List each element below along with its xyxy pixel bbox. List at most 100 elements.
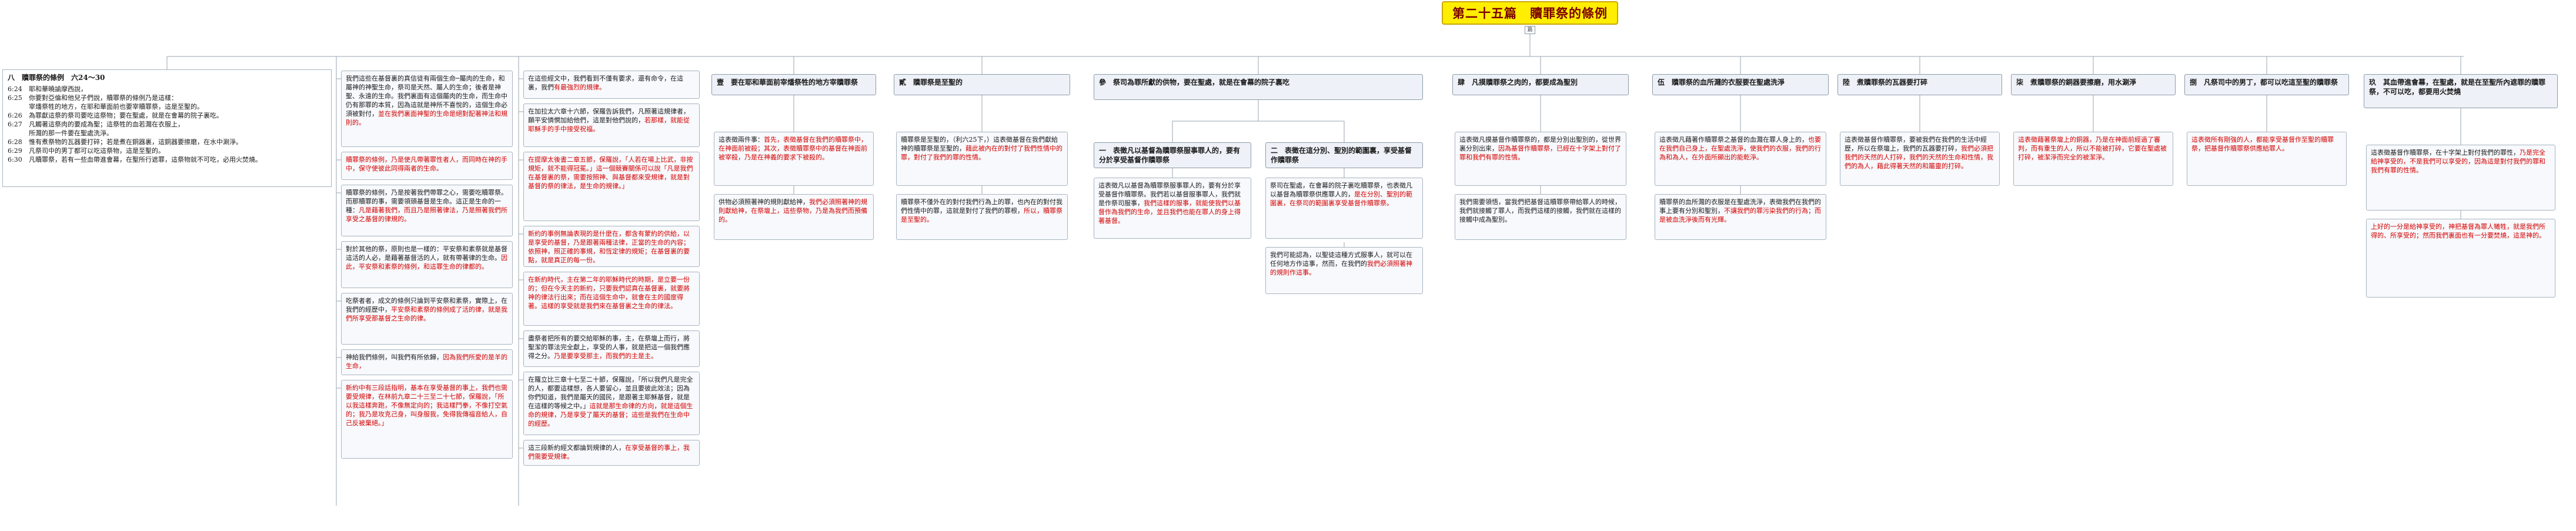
branch-note-card[interactable]: 這表徵基督作贖罪祭，在十字架上對付我們的罪性，乃是完全給神享受的，不是我們可以享… bbox=[2366, 145, 2555, 211]
branch-note-card[interactable]: 這表徵凡藉著作贖罪祭之基督的血濺在罪人身上的，也要在我們自己身上，在聖處洗淨，使… bbox=[1655, 132, 1826, 186]
node-text: 我們需要領悟，當我們把基督這贖罪祭帶給罪人的時候，我們就接觸了罪人，而我們這樣的… bbox=[1459, 198, 1621, 223]
outline-verse: 6:25 你要對亞倫和他兒子們說，贖罪祭的條例乃是這樣： bbox=[8, 93, 326, 102]
node-highlight-text: 有最強烈的規律。 bbox=[554, 84, 606, 91]
outline-verse: 6:24 耶和華曉諭摩西說， bbox=[8, 85, 326, 93]
verse-text: 為罪獻這祭的祭司要吃這祭物；要在聖處，就是在會幕的院子裏吃。 bbox=[29, 112, 223, 119]
verse-text: 惟有煮祭物的瓦器要打碎；若是煮在銅器裏，這銅器要擦磨，在水中涮淨。 bbox=[29, 138, 242, 146]
node-highlight-text: 平安祭和素祭的條例成了活的律，就是我們所享受那基督之生命的律。 bbox=[346, 306, 507, 322]
branch-header[interactable]: 壹 要在耶和華面前宰燔祭牲的地方宰贖罪祭 bbox=[711, 74, 876, 95]
branch-header[interactable]: 柒 煮贖罪祭的銅器要擦磨，用水涮淨 bbox=[2011, 74, 2176, 95]
node-highlight-text: 所以，贖罪祭是至聖的。 bbox=[901, 207, 1063, 223]
node-highlight-text: 因為我們所愛的是羊的生命， bbox=[346, 353, 507, 370]
rule-note-card[interactable]: 神給我們條例，叫我們有所依歸，因為我們所愛的是羊的生命， bbox=[341, 349, 513, 375]
node-highlight-text: 首先，表徵基督在我們的贖罪祭中，在神面前被殺；其次，表徵贖罪祭中的基督在神面前被… bbox=[719, 136, 867, 161]
rule-note-card[interactable]: 我們這些在基督裏的真信徒有兩個生命─屬肉的生命，和屬神的神聖生命，祭司是天然、屬… bbox=[341, 71, 513, 147]
branch-note-card[interactable]: 我們需要領悟，當我們把基督這贖罪祭帶給罪人的時候，我們就接觸了罪人，而我們這樣的… bbox=[1455, 194, 1626, 240]
node-highlight-text: 因為基督作贖罪祭，已經在十字架上對付了罪和我們有罪的性情。 bbox=[1459, 145, 1621, 161]
branch-header[interactable]: 貳 贖罪祭是至聖的 bbox=[894, 74, 1070, 95]
node-highlight-text: 凡是藉著我們，而且乃是照著律法，乃是照著我們所享受之基督的律規的。 bbox=[346, 206, 507, 223]
node-highlight-text: 若那樣，就能從耶穌手的手中接受祝福。 bbox=[528, 116, 690, 133]
node-highlight-text: 不讓我們的罪污染我們的行為；而是被血洗淨後而有光輝。 bbox=[1659, 207, 1821, 223]
connector-line bbox=[1258, 100, 1345, 142]
branch-note-card[interactable]: 這表徵凡以基督為贖罪祭服事罪人的，要有分於享受基督作贖罪祭。我們若以基督服事罪人… bbox=[1094, 178, 1251, 239]
node-highlight-text: 我們這樣的服事，就能使我們以基督作為我們的生命，並且我們也能在罪人的身上得著基督… bbox=[1098, 199, 1241, 225]
branch-header[interactable]: 伍 贖罪祭的血所濺的衣服要在聖處洗淨 bbox=[1652, 74, 1829, 95]
node-highlight-text: 乃是完全給神享受的，不是我們可以享受的，因為這是對付我們的罪和我們有罪的性情。 bbox=[2371, 149, 2545, 174]
node-highlight-text: 在享受基督的事上，我們需要受規律。 bbox=[528, 444, 690, 460]
node-text: 祭司在聖處，在會幕的院子裏吃贖罪祭，也表徵凡以基督為贖罪祭供應罪人的， bbox=[1270, 182, 1412, 198]
rule-note-card[interactable]: 在羅立比三章十七至二十節，保羅說，「所以我們凡是完全的人，都要這樣想，各人要留心… bbox=[523, 372, 700, 435]
node-text: 贖罪祭是至聖的，（利六25下，）這表徵基督在我們獻給神的贖罪祭是至聖的， bbox=[901, 136, 1058, 152]
outline-verse-list: 6:24 耶和華曉諭摩西說， 6:25 你要對亞倫和他兒子們說，贖罪祭的條例乃是這樣：… bbox=[8, 85, 326, 164]
node-text: 在這些經文中，我們看到不僅有要求，還有命令，在這裏，我們 bbox=[528, 75, 683, 91]
branch-note-card[interactable]: 上好的一分是給神享受的，神把基督為罪人犧牲，就是我們所得的、所享受的；然而我們裏… bbox=[2366, 219, 2555, 298]
branch-note-card[interactable]: 這表徵凡摸基督作贖罪祭的，都是分別出聖別的，從世界裏分別出來，因為基督作贖罪祭，… bbox=[1455, 132, 1626, 186]
root-title[interactable]: 第二十五篇 贖罪祭的條例 bbox=[1442, 1, 1618, 25]
node-text: 這表徵凡摸基督作贖罪祭的，都是分別出聖別的，從世界裏分別出來， bbox=[1459, 136, 1621, 152]
branch-note-card[interactable]: 贖罪祭不僅外在的對付我們行為上的罪，也內在的對付我們性情中的罪，這就是對付了我們… bbox=[896, 194, 1068, 240]
branch-note-card[interactable]: 這表徵藉著祭壇上的銅器，乃是在神面前經過了審判，而有重生的人，所以不能被打碎，它… bbox=[2013, 132, 2173, 186]
node-highlight-text: 我們必須把我們的天然的人打碎，我們的天然的生命和性情，我們的為人，藉此得著天然的… bbox=[1845, 145, 1993, 170]
branch-note-card[interactable]: 贖罪祭是至聖的，（利六25下，）這表徵基督在我們獻給神的贖罪祭是至聖的，藉此被內… bbox=[896, 132, 1068, 186]
branch-header[interactable]: 參 祭司為罪所獻的供物，要在聖處，就是在會幕的院子裏吃 bbox=[1094, 74, 1423, 100]
rule-note-card[interactable]: 新約中有三段話指明，基本在享受基督的事上，我們也需要受規律，在林前九章二十三至二… bbox=[341, 380, 513, 459]
rule-note-card[interactable]: 在這些經文中，我們看到不僅有要求，還有命令，在這裏，我們有最強烈的規律。 bbox=[523, 71, 700, 99]
rule-note-card[interactable]: 贖罪祭的條例，乃是使凡帶著罪性者人，而同時在神的手中，保守使彼此同得兩者的生命。 bbox=[341, 152, 513, 180]
verse-ref: 6:26 bbox=[8, 112, 22, 119]
branch-note-card[interactable]: 祭司在聖處，在會幕的院子裏吃贖罪祭，也表徵凡以基督為贖罪祭供應罪人的，是在分別、… bbox=[1265, 178, 1423, 239]
root-collapse-icon[interactable]: 篇 bbox=[1525, 26, 1535, 34]
node-text: 神給我們條例，叫我們有所依歸， bbox=[346, 353, 443, 361]
node-text: 這三段新約經文都論到規律的人， bbox=[528, 444, 625, 452]
branch-header[interactable]: 陸 煮贖罪祭的瓦器要打碎 bbox=[1837, 74, 2002, 95]
branch-header[interactable]: 捌 凡祭司中的男丁，都可以吃這至聖的贖罪祭 bbox=[2184, 74, 2349, 95]
node-highlight-text: 因此，平安祭和素祭的條例，和這罪生命的律都的。 bbox=[346, 254, 507, 270]
node-text: 這表徵凡藉著作贖罪祭之基督的血濺在罪人身上的， bbox=[1659, 136, 1808, 143]
node-text: 這表徵基督作贖罪祭，在十字架上對付我們的罪性， bbox=[2371, 149, 2520, 156]
node-text: 這表徵基督作贖罪祭，要被我們在我們的生活中經歷，所以在祭壇上，我們的瓦器要打碎， bbox=[1845, 136, 1987, 152]
node-highlight-text: 在新約時代，主在第二年的耶穌時代的時期，是立要一份的；但在今天主的新約，只要我們… bbox=[528, 276, 690, 310]
verse-text: 凡贖罪祭，若有一些血帶進會幕，在聖所行遮罪，這祭物就不可吃，必用火焚燒。 bbox=[29, 156, 262, 163]
rule-note-card[interactable]: 吃祭者者，成文的條例只論到平安祭和素祭，實際上，在我們的經歷中，平安祭和素祭的條… bbox=[341, 293, 513, 345]
sub-branch-header[interactable]: 二 表徵在這分別、聖別的範圍裏，享受基督作贖罪祭 bbox=[1265, 142, 1423, 168]
verse-text: 凡祭司中的男丁都可以吃這祭物，這是至聖的。 bbox=[29, 147, 165, 155]
verse-text: 耶和華曉諭摩西說， bbox=[29, 85, 87, 93]
verse-ref: 6:24 bbox=[8, 85, 22, 93]
branch-header[interactable]: 肆 凡摸贖罪祭之肉的，都要成為聖別 bbox=[1452, 74, 1629, 95]
node-highlight-text: 是在分別、聖別的範圍裏，在祭司的範圍裏享受基督作贖罪祭。 bbox=[1270, 191, 1412, 207]
verse-text: 你要對亞倫和他兒子們說，贖罪祭的條例乃是這樣： bbox=[29, 94, 178, 102]
rule-note-card[interactable]: 在提摩太後書二章五節，保羅說，「人若在場上比武，非按規矩，就不能得冠冕。」這一個… bbox=[523, 152, 700, 221]
rule-note-card[interactable]: 在新約時代，主在第二年的耶穌時代的時期，是立要一份的；但在今天主的新約，只要我們… bbox=[523, 272, 700, 326]
rule-note-card[interactable]: 新約的事例無論表現的是什麼在，都含有蒙約的供給，以是享受的基督，乃是跟著兩種法律… bbox=[523, 226, 700, 267]
rule-note-card[interactable]: 在加拉太六章十六節，保羅告訴我們，凡照著這規律者，願平安憐憫加給他們，這是對他們… bbox=[523, 103, 700, 147]
branch-note-card[interactable]: 我們可能認為，以聖徒這種方式服事人，就可以在任何地方作這事，然而，在我們的我們必… bbox=[1265, 247, 1423, 294]
branch-note-card[interactable]: 贖罪祭的血所濺的衣服是在聖處洗淨，表徵我們在我們的事上要有分別和聖別，不讓我們的… bbox=[1655, 194, 1826, 240]
branch-note-card[interactable]: 這表徵基督作贖罪祭，要被我們在我們的生活中經歷，所以在祭壇上，我們的瓦器要打碎，… bbox=[1840, 132, 2000, 186]
rule-note-card[interactable]: 盡祭者把所有的要交給耶穌的事，主，在祭壇上而行，將聖潔的罪法完全獻上，享受的人事… bbox=[523, 330, 700, 367]
node-text: 盡祭者把所有的要交給耶穌的事，主，在祭壇上而行，將聖潔的罪法完全獻上，享受的人事… bbox=[528, 335, 690, 360]
node-highlight-text: 贖罪祭的條例，乃是使凡帶著罪性者人，而同時在神的手中，保守使彼此同得兩者的生命。 bbox=[346, 156, 507, 172]
outline-verse: 6:26 為罪獻這祭的祭司要吃這祭物；要在聖處，就是在會幕的院子裏吃。 bbox=[8, 111, 326, 120]
rule-note-card[interactable]: 這三段新約經文都論到規律的人，在享受基督的事上，我們需要受規律。 bbox=[523, 440, 700, 466]
outline-verse: 所濺的那一件要在聖處洗淨。 bbox=[8, 129, 326, 138]
branch-note-card[interactable]: 這表徵所有剛強的人，都能享受基督作至聖的贖罪祭，把基督作贖罪祭供應給罪人。 bbox=[2187, 132, 2347, 186]
verse-ref: 6:29 bbox=[8, 147, 22, 155]
sub-branch-header[interactable]: 一 表徵凡以基督為贖罪祭服事罪人的，要有分於享受基督作贖罪祭 bbox=[1094, 142, 1251, 168]
rule-note-card[interactable]: 贖罪祭的條例，乃是按著我們帶罪之心，需要吃贖罪祭。而那贖罪的事，需要領頭基督是生… bbox=[341, 185, 513, 236]
branch-note-card[interactable]: 供物必須照著神的規則獻給神，我們必須照著神的規則獻給神，在祭壇上，這些祭物，乃是… bbox=[714, 194, 874, 240]
branch-header[interactable]: 玖 其血帶進會幕，在聖處，就是在至聖所內遮罪的贖罪祭，不可以吃，都要用火焚燒 bbox=[2364, 74, 2558, 108]
node-highlight-text: 新約中有三段話指明，基本在享受基督的事上，我們也需要受規律，在林前九章二十三至二… bbox=[346, 384, 507, 427]
verse-ref: 6:25 bbox=[8, 94, 22, 102]
node-highlight-text: 我們必須照著神的規則獻給神，在祭壇上，這些祭物，乃是為我們而預備的。 bbox=[719, 198, 867, 223]
rule-note-card[interactable]: 對於其他的祭，原則也是一樣的：平安祭和素祭就是基督這活的人必，是藉著基督活的人，… bbox=[341, 241, 513, 288]
node-highlight-text: 藉此被內在的對付了我們性情中的罪，對付了我們的罪的性情。 bbox=[901, 145, 1063, 161]
node-text: 在加拉太六章十六節，保羅告訴我們，凡照著這規律者，願平安憐憫加給他們，這是對他們… bbox=[528, 108, 690, 124]
branch-note-card[interactable]: 這表徵兩件事：首先，表徵基督在我們的贖罪祭中，在神面前被殺；其次，表徵贖罪祭中的… bbox=[714, 132, 874, 186]
node-highlight-text: 乃是要享受那主，而我們的主是主。 bbox=[554, 352, 657, 360]
node-text: 這表徵兩件事： bbox=[719, 136, 764, 143]
node-highlight-text: 也要在我們自己身上，在聖處洗淨，使我們的衣服，我們的行為和為人，在外面所顯出的能… bbox=[1659, 136, 1821, 161]
node-text: 我們可能認為，以聖徒這種方式服事人，就可以在任何地方作這事，然而，在我們的 bbox=[1270, 251, 1412, 268]
verse-text: 凡觸著這祭肉的要成為聖；這祭牲的血若濺在衣服上， bbox=[29, 121, 184, 128]
